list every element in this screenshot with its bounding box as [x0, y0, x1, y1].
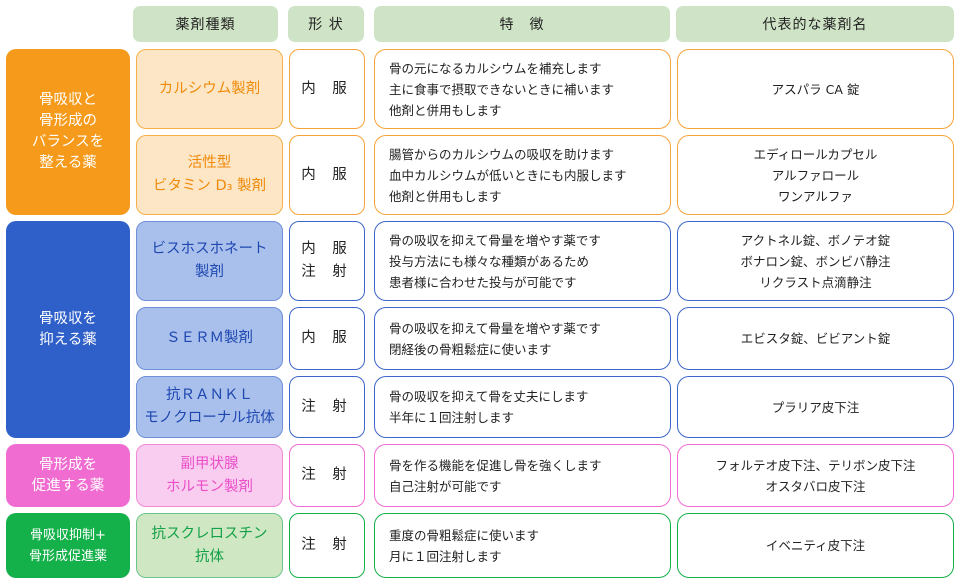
category-line: 骨形成を: [39, 456, 97, 473]
category-line: 骨吸収抑制+: [30, 527, 106, 543]
drug-type-serm: ＳＥＲＭ製剤: [136, 307, 283, 370]
form-cell: 注 射: [289, 513, 365, 578]
feature-line: 血中カルシウムが低いときにも内服します: [389, 167, 627, 183]
feature-cell: 骨の元になるカルシウムを補充します 主に食事で摂取できないときに補います 他剤と…: [374, 49, 671, 129]
drug-names-cell: エディロールカプセル アルファロール ワンアルファ: [677, 135, 954, 215]
drug-type-line: カルシウム製剤: [158, 80, 261, 97]
drug-name-line: エビスタ錠、ビビアント錠: [740, 331, 891, 346]
header-feature-label: 特 徴: [499, 17, 545, 33]
drug-name-line: イベニティ皮下注: [765, 538, 866, 553]
category-line: バランスを: [31, 134, 105, 150]
drug-type-line: 副甲状腺: [180, 455, 239, 472]
feature-line: 他剤と併用もします: [389, 188, 502, 204]
feature-cell: 腸管からのカルシウムの吸収を助けます 血中カルシウムが低いときにも内服します 他…: [374, 135, 671, 215]
form-line: 内 服: [301, 166, 353, 183]
form-cell: 内 服: [289, 49, 365, 129]
drug-type-anti-rankl: 抗ＲＡＮＫＬ モノクローナル抗体: [136, 376, 283, 438]
feature-line: 患者様に合わせた投与が可能です: [389, 274, 577, 290]
feature-line: 骨の吸収を抑えて骨量を増やす薬です: [389, 320, 601, 336]
feature-line: 他剤と併用もします: [389, 102, 502, 118]
drug-type-line: ホルモン製剤: [166, 478, 253, 495]
feature-line: 骨を作る機能を促進し骨を強くします: [389, 457, 602, 473]
header-names-label: 代表的な薬剤名: [762, 17, 868, 33]
drug-name-line: アルファロール: [771, 167, 860, 183]
category-line: 整える薬: [39, 155, 97, 171]
drug-type-vitamin-d: 活性型 ビタミン D₃ 製剤: [136, 135, 283, 215]
drug-names-cell: プラリア皮下注: [677, 376, 954, 438]
form-cell: 注 射: [289, 444, 365, 507]
feature-line: 主に食事で摂取できないときに補います: [389, 81, 615, 97]
drug-type-anti-sclerostin: 抗スクレロスチン 抗体: [136, 513, 283, 578]
form-line: 内 服: [301, 330, 353, 346]
drug-type-line: 抗体: [195, 548, 224, 565]
drug-name-line: プラリア皮下注: [771, 399, 860, 415]
drug-type-pth: 副甲状腺 ホルモン製剤: [136, 444, 283, 507]
feature-line: 自己注射が可能です: [389, 478, 502, 494]
drug-name-line: オスタバロ皮下注: [765, 478, 866, 494]
drug-type-line: ビスホスホネート: [151, 241, 268, 257]
header-form-label: 形 状: [308, 17, 344, 33]
drug-type-line: ビタミン D₃ 製剤: [152, 178, 267, 194]
category-line: 骨吸収を: [39, 310, 97, 327]
feature-cell: 骨の吸収を抑えて骨を丈夫にします 半年に１回注射します: [374, 376, 671, 438]
form-cell: 内 服: [289, 307, 365, 370]
drug-type-line: ＳＥＲＭ製剤: [166, 330, 253, 346]
drug-names-cell: イベニティ皮下注: [677, 513, 954, 578]
feature-line: 閉経後の骨粗鬆症に使います: [389, 341, 552, 357]
header-feature: 特 徴: [374, 6, 670, 42]
feature-line: 骨の吸収を抑えて骨を丈夫にします: [389, 389, 589, 404]
form-line: 注 射: [301, 398, 353, 415]
drug-names-cell: フォルテオ皮下注、テリボン皮下注 オスタバロ皮下注: [677, 444, 954, 507]
drug-name-line: リクラスト点滴静注: [759, 274, 872, 290]
form-cell: 注 射: [289, 376, 365, 438]
feature-line: 腸管からのカルシウムの吸収を助けます: [389, 146, 615, 162]
drug-name-line: エディロールカプセル: [753, 146, 878, 162]
drug-type-line: 抗ＲＡＮＫＬ: [166, 387, 253, 403]
category-line: 骨吸収と: [39, 92, 97, 108]
form-line: 注 射: [301, 264, 353, 280]
form-line: 注 射: [301, 467, 353, 483]
drug-name-line: アクトネル錠、ボノテオ錠: [740, 232, 891, 248]
header-drug-type: 薬剤種類: [133, 6, 278, 42]
category-dual: 骨吸収抑制+ 骨形成促進薬: [6, 513, 130, 578]
feature-cell: 骨を作る機能を促進し骨を強くします 自己注射が可能です: [374, 444, 671, 507]
header-form: 形 状: [288, 6, 364, 42]
feature-line: 半年に１回注射します: [389, 410, 515, 425]
drug-name-line: フォルテオ皮下注、テリボン皮下注: [715, 457, 916, 473]
feature-line: 骨の吸収を抑えて骨量を増やす薬です: [389, 232, 601, 248]
form-line: 注 射: [301, 537, 353, 553]
category-line: 骨形成促進薬: [28, 548, 107, 564]
feature-line: 投与方法にも様々な種類があるため: [389, 253, 590, 269]
feature-cell: 骨の吸収を抑えて骨量を増やす薬です 閉経後の骨粗鬆症に使います: [374, 307, 671, 370]
category-balance: 骨吸収と 骨形成の バランスを 整える薬: [6, 49, 130, 215]
drug-names-cell: アスパラ CA 錠: [677, 49, 954, 129]
drug-type-line: 活性型: [187, 155, 232, 171]
drug-type-line: 抗スクレロスチン: [151, 525, 268, 542]
drug-name-line: ボナロン錠、ボンビバ静注: [740, 253, 891, 269]
feature-cell: 重度の骨粗鬆症に使います 月に１回注射します: [374, 513, 671, 578]
drug-type-line: 製剤: [195, 264, 224, 280]
drug-names-cell: アクトネル錠、ボノテオ錠 ボナロン錠、ボンビバ静注 リクラスト点滴静注: [677, 221, 954, 301]
drug-type-line: モノクローナル抗体: [144, 410, 275, 426]
category-line: 骨形成の: [39, 113, 97, 129]
category-line: 抑える薬: [39, 331, 97, 348]
drug-name-line: ワンアルファ: [778, 188, 853, 204]
form-line: 内 服: [301, 80, 353, 97]
category-line: 促進する薬: [31, 477, 105, 494]
form-cell: 内 服 注 射: [289, 221, 365, 301]
category-resorption: 骨吸収を 抑える薬: [6, 221, 130, 438]
drug-names-cell: エビスタ錠、ビビアント錠: [677, 307, 954, 370]
header-drug-type-label: 薬剤種類: [175, 17, 236, 33]
form-cell: 内 服: [289, 135, 365, 215]
feature-line: 月に１回注射します: [389, 548, 502, 564]
drug-type-bisphosphonate: ビスホスホネート 製剤: [136, 221, 283, 301]
drug-type-calcium: カルシウム製剤: [136, 49, 283, 129]
drug-name-line: アスパラ CA 錠: [771, 81, 860, 97]
category-formation: 骨形成を 促進する薬: [6, 444, 130, 507]
feature-line: 骨の元になるカルシウムを補充します: [389, 60, 602, 76]
feature-cell: 骨の吸収を抑えて骨量を増やす薬です 投与方法にも様々な種類があるため 患者様に合…: [374, 221, 671, 301]
header-names: 代表的な薬剤名: [676, 6, 954, 42]
form-line: 内 服: [301, 241, 353, 257]
feature-line: 重度の骨粗鬆症に使います: [389, 527, 540, 543]
